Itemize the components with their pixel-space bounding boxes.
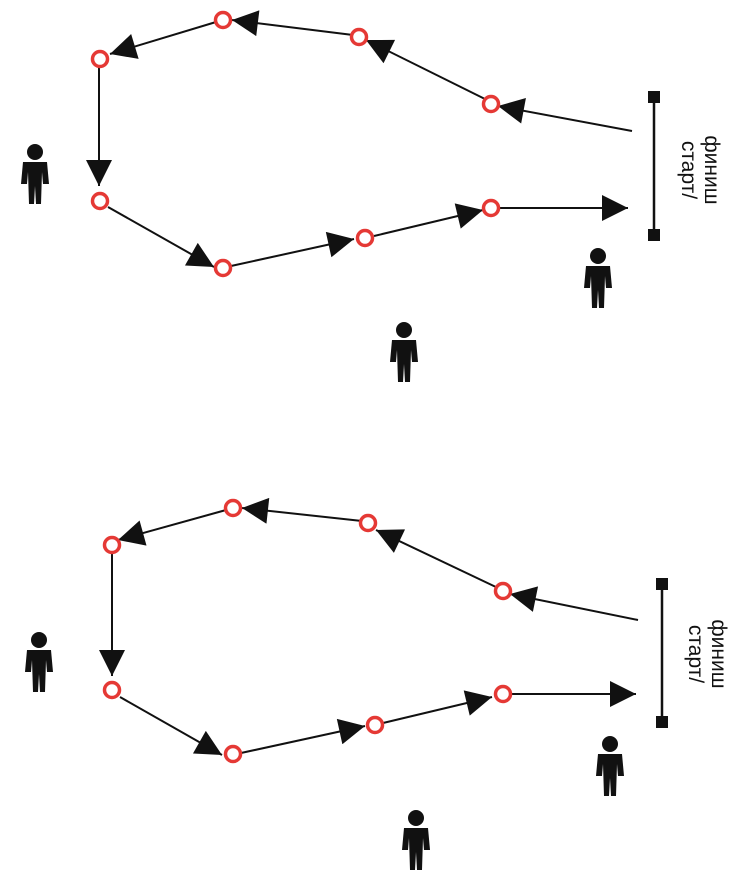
person-icon bbox=[596, 736, 624, 796]
person-icon bbox=[390, 322, 418, 382]
start-finish-gate-top bbox=[648, 91, 660, 241]
course-diagram-bottom: старт/ финиш bbox=[25, 497, 730, 870]
course-path-top bbox=[86, 10, 633, 268]
start-finish-label-top: старт/ финиш bbox=[677, 135, 723, 204]
course-path-bottom bbox=[99, 497, 639, 756]
path-segment bbox=[107, 206, 215, 268]
course-diagram-top: старт/ финиш bbox=[21, 10, 723, 382]
cone-marker-icon bbox=[102, 535, 122, 555]
path-segment bbox=[231, 10, 354, 37]
cone-marker-icon bbox=[481, 94, 501, 114]
start-finish-label-bottom: старт/ финиш bbox=[684, 619, 730, 688]
cone-marker-icon bbox=[493, 581, 513, 601]
person-icon bbox=[21, 144, 49, 204]
path-segment bbox=[365, 39, 490, 102]
cone-marker-icon bbox=[213, 258, 233, 278]
cone-marker-icon bbox=[90, 49, 110, 69]
path-segment bbox=[109, 21, 217, 59]
path-segment bbox=[240, 718, 366, 754]
path-segment bbox=[373, 203, 484, 237]
cone-marker-icon bbox=[493, 684, 513, 704]
cone-marker-icon bbox=[213, 10, 233, 30]
people-top bbox=[21, 144, 612, 382]
path-segment bbox=[382, 690, 493, 724]
path-segment bbox=[117, 509, 227, 546]
start-finish-gate-bottom bbox=[656, 578, 668, 728]
cone-marker-icon bbox=[223, 498, 243, 518]
cone-marker-icon bbox=[355, 228, 375, 248]
start-finish-label-line2: финиш bbox=[700, 135, 723, 204]
person-icon bbox=[402, 810, 430, 870]
path-segment bbox=[497, 97, 633, 132]
cones-top bbox=[90, 10, 501, 278]
path-segment bbox=[119, 696, 223, 756]
cone-marker-icon bbox=[358, 513, 378, 533]
start-finish-label-line1: старт/ bbox=[684, 625, 707, 683]
path-segment bbox=[230, 231, 355, 267]
start-finish-label-line2: финиш bbox=[707, 619, 730, 688]
path-segment bbox=[375, 529, 499, 589]
cone-marker-icon bbox=[481, 198, 501, 218]
path-segment bbox=[509, 586, 639, 621]
person-icon bbox=[25, 632, 53, 692]
cone-marker-icon bbox=[102, 680, 122, 700]
cone-marker-icon bbox=[349, 27, 369, 47]
cones-bottom bbox=[102, 498, 513, 764]
people-bottom bbox=[25, 632, 624, 870]
gate-post-marker bbox=[656, 578, 668, 590]
gate-post-marker bbox=[648, 229, 660, 241]
gate-post-marker bbox=[656, 716, 668, 728]
person-icon bbox=[584, 248, 612, 308]
cone-marker-icon bbox=[90, 191, 110, 211]
gate-post-marker bbox=[648, 91, 660, 103]
path-segment bbox=[241, 497, 363, 524]
cone-marker-icon bbox=[365, 715, 385, 735]
start-finish-label-line1: старт/ bbox=[677, 141, 700, 199]
cone-marker-icon bbox=[223, 744, 243, 764]
